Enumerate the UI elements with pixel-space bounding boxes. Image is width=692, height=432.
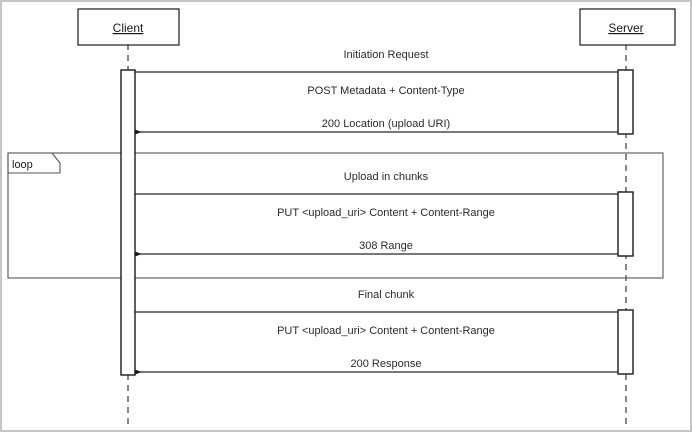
message-request-label-put-chunk: PUT <upload_uri> Content + Content-Range bbox=[277, 207, 495, 219]
participant-label-server: Server bbox=[608, 21, 643, 35]
message-request-label-put-final: PUT <upload_uri> Content + Content-Range bbox=[277, 325, 495, 337]
activation-bar-client bbox=[120, 69, 136, 376]
loop-fragment-frame bbox=[7, 152, 664, 279]
message-group-label-upload-chunks: Upload in chunks bbox=[344, 171, 429, 183]
loop-fragment-tab bbox=[7, 152, 61, 174]
participant-box-server[interactable] bbox=[579, 8, 676, 46]
activation-bar-server-final-chunk bbox=[617, 309, 634, 375]
message-request-label-post-metadata: POST Metadata + Content-Type bbox=[307, 85, 464, 97]
participant-label-client: Client bbox=[113, 21, 144, 35]
message-group-label-final-chunk: Final chunk bbox=[358, 289, 415, 301]
activation-bar-server-upload-chunks bbox=[617, 191, 634, 257]
message-group-label-initiation: Initiation Request bbox=[344, 49, 429, 61]
message-response-label-308-range: 308 Range bbox=[359, 240, 413, 252]
activation-bar-server-initiation bbox=[617, 69, 634, 135]
message-response-label-200-location: 200 Location (upload URI) bbox=[322, 118, 450, 130]
message-response-label-200-response: 200 Response bbox=[351, 358, 422, 370]
loop-fragment-label: loop bbox=[12, 159, 33, 171]
participant-box-client[interactable] bbox=[77, 8, 180, 46]
